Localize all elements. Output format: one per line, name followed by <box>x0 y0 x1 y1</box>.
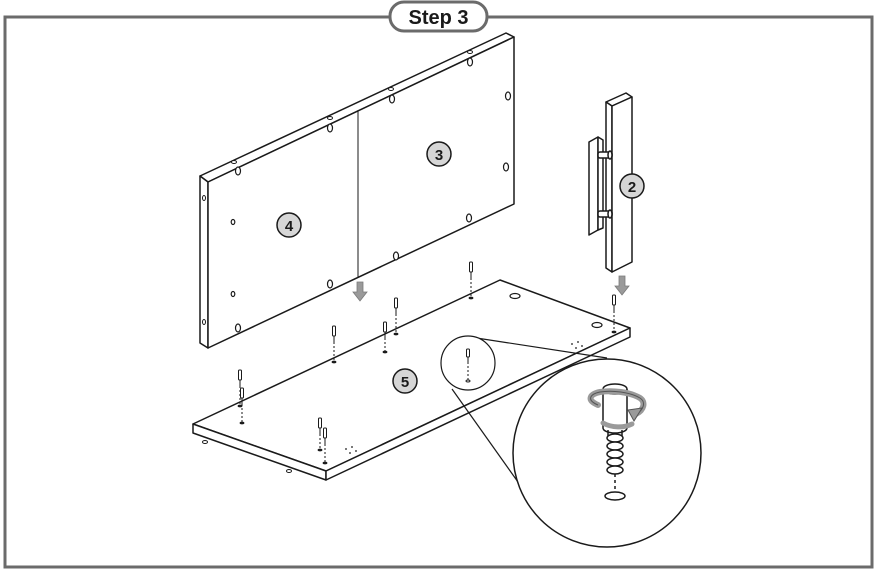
dowel-pin <box>611 294 617 334</box>
dowel-pin <box>382 321 388 354</box>
part-badge-4: 4 <box>276 212 302 238</box>
rotate-arrow-icon <box>587 388 647 430</box>
dowel-pin <box>393 297 399 336</box>
svg-text:2: 2 <box>628 179 636 196</box>
dowel-pin <box>237 369 243 408</box>
zoom-callout <box>440 335 702 548</box>
step-header: Step 3 <box>388 0 489 33</box>
part-badge-3: 3 <box>426 141 452 167</box>
step-title: Step 3 <box>408 7 468 29</box>
dowel-pin <box>331 325 337 364</box>
dowel-pin <box>317 417 323 452</box>
part-badge-5: 5 <box>392 368 418 394</box>
dowel-pin <box>468 261 474 300</box>
back-panel-3-4 <box>199 32 515 349</box>
dowel-pin <box>322 427 328 465</box>
dowel-detail <box>602 383 628 501</box>
dowel-pin <box>239 387 245 425</box>
svg-text:4: 4 <box>285 218 294 235</box>
svg-text:5: 5 <box>401 374 409 391</box>
svg-text:3: 3 <box>435 147 443 164</box>
door-handle <box>588 136 613 236</box>
down-arrow-icon <box>614 275 630 296</box>
part-badge-2: 2 <box>619 173 645 199</box>
dowel-icon <box>465 348 471 383</box>
down-arrow-icon <box>352 281 368 302</box>
dowel-pins <box>237 261 617 465</box>
